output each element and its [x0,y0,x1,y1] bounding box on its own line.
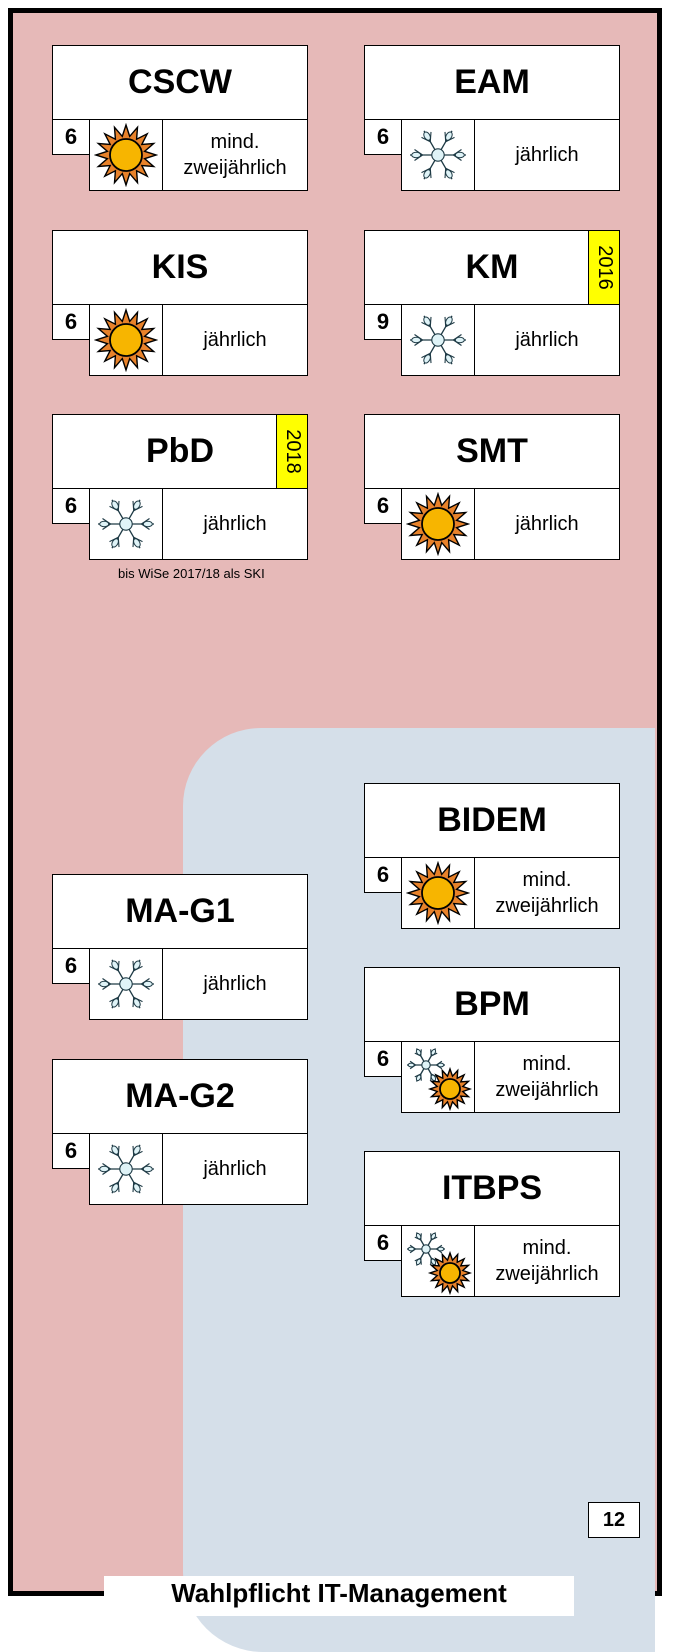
year-badge: 2018 [276,414,308,489]
snowflake-icon [89,1133,163,1205]
module-card-bpm: BPM 6 mind. zweijährlich [364,967,620,1113]
year-label: 2016 [593,245,616,290]
module-card-bidem: BIDEM 6 mind. zweijährlich [364,783,620,929]
snowflake-icon [401,304,475,376]
footer-title: Wahlpflicht IT-Management [104,1576,574,1616]
module-title: ITBPS [364,1151,620,1226]
module-frequency: mind. zweijährlich [474,857,620,929]
module-title: MA-G1 [52,874,308,949]
module-title: BPM [364,967,620,1042]
module-frequency: jährlich [474,488,620,560]
module-title: CSCW [52,45,308,120]
module-frequency: mind. zweijährlich [162,119,308,191]
module-title: SMT [364,414,620,489]
module-frequency: jährlich [162,1133,308,1205]
module-credits: 6 [52,1133,90,1169]
sun-icon [89,119,163,191]
year-label: 2018 [281,429,304,474]
module-card-kis: KIS 6 jährlich [52,230,308,376]
module-credits: 9 [364,304,402,340]
module-credits: 6 [52,304,90,340]
module-credits: 6 [364,488,402,524]
module-card-km: KM 2016 9 jährlich [364,230,620,376]
sun-icon [89,304,163,376]
snowflake-icon [89,948,163,1020]
module-card-eam: EAM 6 jährlich [364,45,620,191]
module-card-ma-g2: MA-G2 6 jährlich [52,1059,308,1205]
module-frequency: jährlich [162,948,308,1020]
module-card-cscw: CSCW 6 mind. zweijährlich [52,45,308,191]
module-frequency: jährlich [474,119,620,191]
module-title: KM [364,230,620,305]
module-credits: 6 [52,488,90,524]
module-frequency: jährlich [474,304,620,376]
module-card-itbps: ITBPS 6 mind. zweijährlich [364,1151,620,1297]
module-credits: 6 [364,1225,402,1261]
module-frequency: jährlich [162,488,308,560]
sun-icon [401,857,475,929]
module-card-pbd: PbD 2018 6 jährlich [52,414,308,560]
snowflake-icon [401,119,475,191]
module-title: MA-G2 [52,1059,308,1134]
module-card-ma-g1: MA-G1 6 jährlich [52,874,308,1020]
year-badge: 2016 [588,230,620,305]
module-credits: 6 [364,857,402,893]
module-title: PbD [52,414,308,489]
snowflake-sun-icon [401,1041,475,1113]
module-frequency: mind. zweijährlich [474,1225,620,1297]
module-credits: 6 [52,948,90,984]
module-note: bis WiSe 2017/18 als SKI [118,566,265,581]
snowflake-icon [89,488,163,560]
module-credits: 6 [52,119,90,155]
module-credits: 6 [364,119,402,155]
sun-icon [401,488,475,560]
module-frequency: jährlich [162,304,308,376]
module-title: KIS [52,230,308,305]
module-title: EAM [364,45,620,120]
page-number: 12 [588,1502,640,1538]
snowflake-sun-icon [401,1225,475,1297]
module-card-smt: SMT 6 jährlich [364,414,620,560]
module-frequency: mind. zweijährlich [474,1041,620,1113]
module-title: BIDEM [364,783,620,858]
module-credits: 6 [364,1041,402,1077]
